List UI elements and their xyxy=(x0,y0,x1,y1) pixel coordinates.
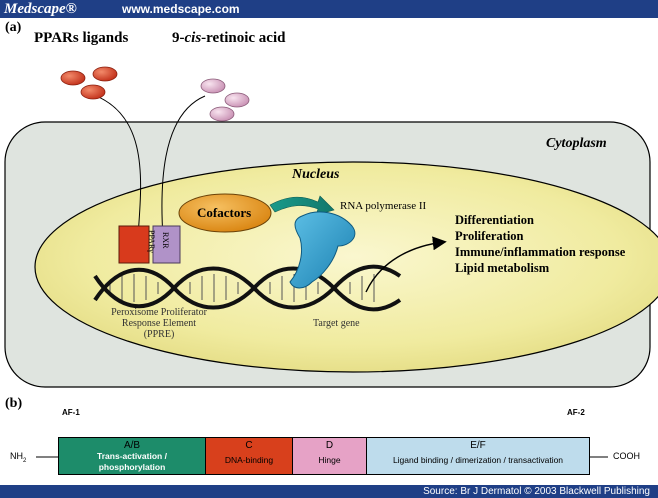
target-gene-label: Target gene xyxy=(313,318,360,329)
domain-ef: E/F Ligand binding / dimerization / tran… xyxy=(367,437,590,475)
domain-ab: A/B Trans-activation / phosphorylation xyxy=(58,437,206,475)
outcome-lipid-metabolism: Lipid metabolism xyxy=(455,261,550,275)
panel-b-label: (b) xyxy=(5,396,23,411)
dna-helix xyxy=(93,264,402,312)
retinoic-acid-molecule xyxy=(209,106,235,122)
ppar-ligand-molecule xyxy=(92,66,118,82)
rxr-label: RXR xyxy=(161,232,170,249)
cofactors-label: Cofactors xyxy=(197,205,252,220)
ppar-ligand-molecule xyxy=(80,84,106,100)
rna-polymerase-ii xyxy=(289,211,356,289)
nucleus-label: Nucleus xyxy=(292,167,340,182)
domain-d: D Hinge xyxy=(293,437,367,475)
rna-polymerase-label: RNA polymerase II xyxy=(340,200,427,212)
retinoic-acid-molecule xyxy=(200,78,226,94)
ppar-ligands-label: PPARs ligands xyxy=(34,30,129,46)
medscape-logo: Medscape® xyxy=(4,1,77,17)
ppar-ligand-molecule xyxy=(60,70,86,86)
ppar-ligand-tether xyxy=(84,91,142,237)
panel-a-label: (a) xyxy=(5,20,22,35)
outcome-proliferation: Proliferation xyxy=(455,229,524,243)
cofactors-complex xyxy=(178,193,272,233)
outcome-immune-response: Immune/inflammation response xyxy=(455,245,626,259)
transcription-arrow xyxy=(365,236,447,293)
outcome-differentiation: Differentiation xyxy=(455,213,534,227)
gene-outcomes-list: Differentiation Proliferation Immune/inf… xyxy=(455,212,625,276)
rxr-receptor xyxy=(152,225,181,264)
source-credit: Source: Br J Dermatol © 2003 Blackwell P… xyxy=(423,486,650,497)
c-terminus-label: COOH xyxy=(613,451,640,461)
n-terminus-label: NH2 xyxy=(10,451,27,464)
ppar-gamma-label: PPARγ xyxy=(147,230,156,253)
domain-c: C DNA-binding xyxy=(206,437,293,475)
header-bar: Medscape® www.medscape.com xyxy=(0,0,658,18)
ppre-label: Peroxisome Proliferator Response Element… xyxy=(111,307,207,340)
cytoplasm-label: Cytoplasm xyxy=(546,136,607,151)
site-url[interactable]: www.medscape.com xyxy=(122,2,240,16)
rxr-ligand-tether xyxy=(161,95,206,239)
af2-label: AF-2 xyxy=(567,408,585,417)
af1-label: AF-1 xyxy=(62,408,80,417)
retinoic-acid-label: 9-cis-retinoic acid xyxy=(172,30,286,46)
footer-bar: Source: Br J Dermatol © 2003 Blackwell P… xyxy=(0,485,658,498)
ppar-gamma-receptor xyxy=(118,225,150,264)
retinoic-acid-molecule xyxy=(224,92,250,108)
